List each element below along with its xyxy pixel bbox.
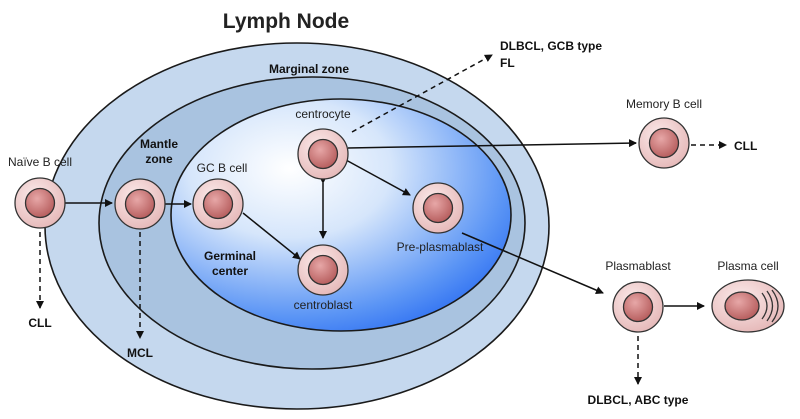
arrow-centrocyte-to-memory (347, 139, 637, 149)
plasma-cell-label: Plasma cell (717, 259, 778, 273)
arrow-gc-to-centroblast (242, 212, 301, 260)
centrocyte-label: centrocyte (295, 107, 351, 121)
memory-b-cell-label: Memory B cell (626, 97, 702, 111)
plasma-cell (711, 279, 785, 333)
dlbcl-gcb-label: DLBCL, GCB type (500, 39, 602, 53)
mantle-zone-label-line1: Mantle (140, 137, 178, 151)
arrow-centrocyte-to-preplasmablast (345, 159, 411, 196)
plasmablast-label: Plasmablast (605, 259, 671, 273)
marginal-zone-label: Marginal zone (269, 62, 349, 76)
cll-memory-label: CLL (734, 139, 757, 153)
memory-b-cell (638, 117, 690, 169)
mantle-b-cell (114, 178, 166, 230)
mantle-zone-label-line2: zone (145, 152, 173, 166)
plasma-cell-er-lines (761, 289, 779, 323)
plasmablast-cell (612, 281, 664, 333)
diagram-title: Lymph Node (223, 10, 349, 33)
preplasmablast-cell (412, 182, 464, 234)
centrocyte-cell (297, 128, 349, 180)
arrow-preplasmablast-to-plasmablast (461, 232, 604, 294)
naive-b-cell-label: Naïve B cell (8, 155, 72, 169)
gc-b-cell (192, 178, 244, 230)
gc-b-cell-label: GC B cell (197, 161, 248, 175)
dlbcl-abc-label: DLBCL, ABC type (588, 393, 689, 407)
mcl-label: MCL (127, 346, 153, 360)
germinal-center (170, 98, 512, 332)
fl-label: FL (500, 56, 515, 70)
cll-naive-label: CLL (28, 316, 51, 330)
solid-arrows (65, 139, 705, 310)
dashed-arrows (36, 54, 727, 385)
centroblast-label: centroblast (294, 298, 353, 312)
germinal-center-label-line1: Germinal (204, 249, 256, 263)
preplasmablast-label: Pre-plasmablast (397, 240, 484, 254)
germinal-center-label-line2: center (212, 264, 248, 278)
centroblast-cell (297, 244, 349, 296)
naive-b-cell (14, 177, 66, 229)
